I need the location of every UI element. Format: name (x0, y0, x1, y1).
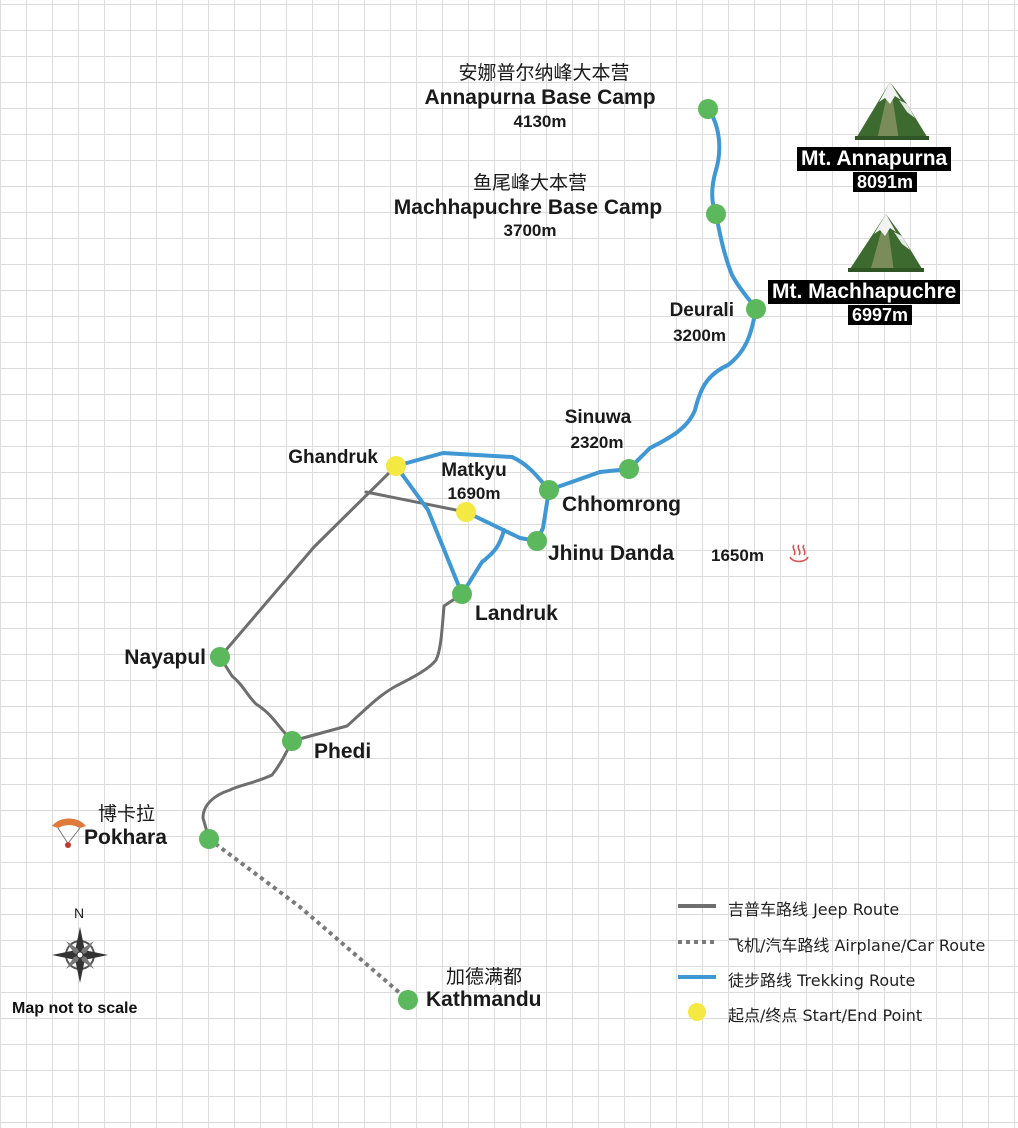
stop-jhinu (527, 531, 547, 551)
pokhara-label-en: Pokhara (84, 826, 167, 849)
compass-north-label: N (74, 905, 85, 921)
mountain-icon (855, 82, 929, 140)
mbc-elevation: 3700m (503, 221, 557, 240)
trek-route-mbc-deurali (714, 212, 758, 311)
chhomrong-label: Chhomrong (562, 493, 681, 516)
legend-item-air: 飞机/汽车路线 Airplane/Car Route (728, 936, 986, 955)
deurali-label: Deurali (669, 300, 734, 321)
mbc-label-cn: 鱼尾峰大本营 (472, 172, 587, 194)
peak-machhapuchre-elevation: 6997m (848, 305, 913, 325)
jeep-route-branch-matkyu (364, 490, 468, 514)
jhinu-elevation: 1650m (711, 546, 764, 565)
stop-pokhara (199, 829, 219, 849)
stop-mbc (706, 204, 726, 224)
stop-chhomrong (539, 480, 559, 500)
peak-annapurna-elevation: 8091m (853, 172, 918, 192)
landruk-label: Landruk (475, 602, 558, 625)
abc-label-en: Annapurna Base Camp (424, 86, 656, 109)
jeep-route-phedi-landruk (290, 592, 464, 743)
legend-item-trek: 徒步路线 Trekking Route (728, 971, 916, 990)
deurali-elevation: 3200m (673, 326, 726, 345)
abc-label-cn: 安娜普尔纳峰大本营 (458, 62, 630, 84)
compass-icon (52, 927, 108, 983)
ghandruk-label: Ghandruk (288, 447, 378, 468)
jhinu-label: Jhinu Danda (548, 542, 675, 565)
kathmandu-label-cn: 加德满都 (446, 966, 523, 988)
stop-nayapul (210, 647, 230, 667)
hot-spring-icon (789, 544, 809, 563)
trek-route-sinuwa-chhomrong (547, 467, 631, 492)
trek-route-abc-mbc (706, 107, 722, 216)
trek-route-landruk-jhinu (460, 528, 506, 596)
legend-item-start: 起点/终点 Start/End Point (728, 1006, 923, 1025)
jeep-route-nayapul-ghandruk (218, 464, 398, 659)
jeep-routes (201, 464, 468, 841)
kathmandu-label-en: Kathmandu (426, 988, 542, 1011)
matkyu-elevation: 1690m (447, 484, 501, 503)
stops (199, 99, 766, 1010)
phedi-label: Phedi (314, 740, 372, 763)
start-matkyu (456, 502, 476, 522)
paraglider-icon (52, 818, 86, 848)
air-route-pokhara-kathmandu (207, 837, 410, 1002)
sinuwa-label: Sinuwa (564, 407, 632, 428)
scale-note: Map not to scale (12, 1000, 138, 1017)
sinuwa-elevation: 2320m (570, 433, 624, 452)
matkyu-label: Matkyu (441, 460, 507, 481)
stop-kathmandu (398, 990, 418, 1010)
peak-annapurna-name: Mt. Annapurna (797, 147, 952, 171)
stop-abc (698, 99, 718, 119)
legend-start-dot (688, 1003, 706, 1021)
legend-symbols (678, 904, 716, 1021)
trek-route-ghandruk-landruk (394, 464, 464, 596)
nayapul-label: Nayapul (124, 646, 206, 669)
jeep-route-phedi-pokhara (201, 739, 294, 841)
start-ghandruk (386, 456, 406, 476)
mbc-label-en: Machhapuchre Base Camp (393, 196, 663, 219)
stop-sinuwa (619, 459, 639, 479)
stop-deurali (746, 299, 766, 319)
trek-route-deurali-sinuwa (627, 307, 758, 471)
peak-machhapuchre-name: Mt. Machhapuchre (768, 280, 961, 304)
stop-phedi (282, 731, 302, 751)
pokhara-label-cn: 博卡拉 (98, 803, 156, 825)
stop-landruk (452, 584, 472, 604)
abc-elevation: 4130m (513, 112, 567, 131)
legend-item-jeep: 吉普车路线 Jeep Route (728, 900, 900, 919)
mountain-icon (848, 214, 924, 272)
jeep-route-nayapul-phedi (218, 655, 294, 743)
